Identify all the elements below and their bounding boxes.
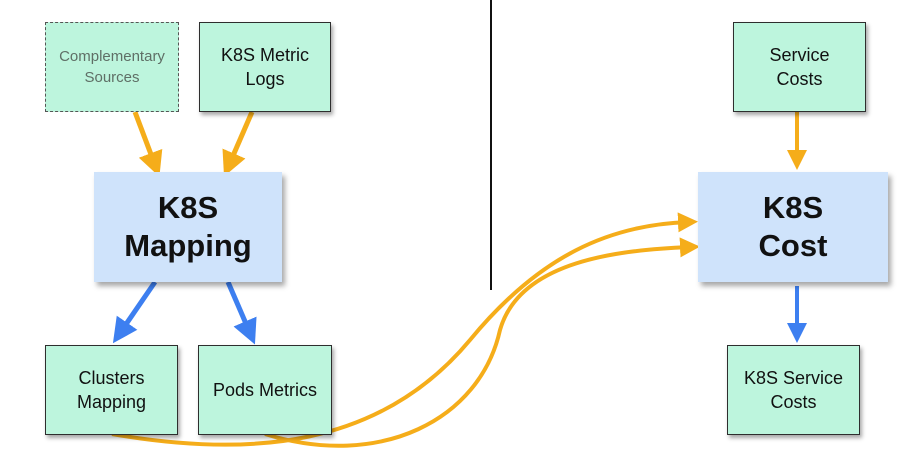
edge-mapping-to-clusters xyxy=(112,280,158,344)
edge-complementary-to-mapping xyxy=(132,111,163,177)
node-k8s-cost-label: K8S Cost xyxy=(758,190,828,263)
node-k8s-mapping: K8S Mapping xyxy=(94,172,282,282)
node-pods-metrics: Pods Metrics xyxy=(198,345,332,435)
node-k8s-metric-logs: K8S Metric Logs xyxy=(199,22,331,112)
edge-metric-logs-to-mapping xyxy=(222,111,255,177)
node-k8s-metric-logs-label: K8S Metric Logs xyxy=(220,45,310,89)
node-service-costs-label: Service Costs xyxy=(769,45,830,89)
edge-clusters-to-cost xyxy=(111,212,698,447)
edge-pods-to-cost xyxy=(264,237,700,448)
node-k8s-service-costs-label: K8S Service Costs xyxy=(743,368,844,412)
node-clusters-mapping: Clusters Mapping xyxy=(45,345,178,435)
node-complementary-sources-label: Complementary Sources xyxy=(59,48,165,86)
node-k8s-service-costs: K8S Service Costs xyxy=(727,345,860,435)
node-k8s-mapping-label: K8S Mapping xyxy=(124,190,252,263)
node-k8s-cost: K8S Cost xyxy=(698,172,888,282)
vertical-divider xyxy=(490,0,492,290)
node-complementary-sources: Complementary Sources xyxy=(45,22,179,112)
node-service-costs: Service Costs xyxy=(733,22,866,112)
node-clusters-mapping-label: Clusters Mapping xyxy=(76,368,147,412)
edge-mapping-to-pods xyxy=(225,281,257,345)
node-pods-metrics-label: Pods Metrics xyxy=(212,380,318,400)
